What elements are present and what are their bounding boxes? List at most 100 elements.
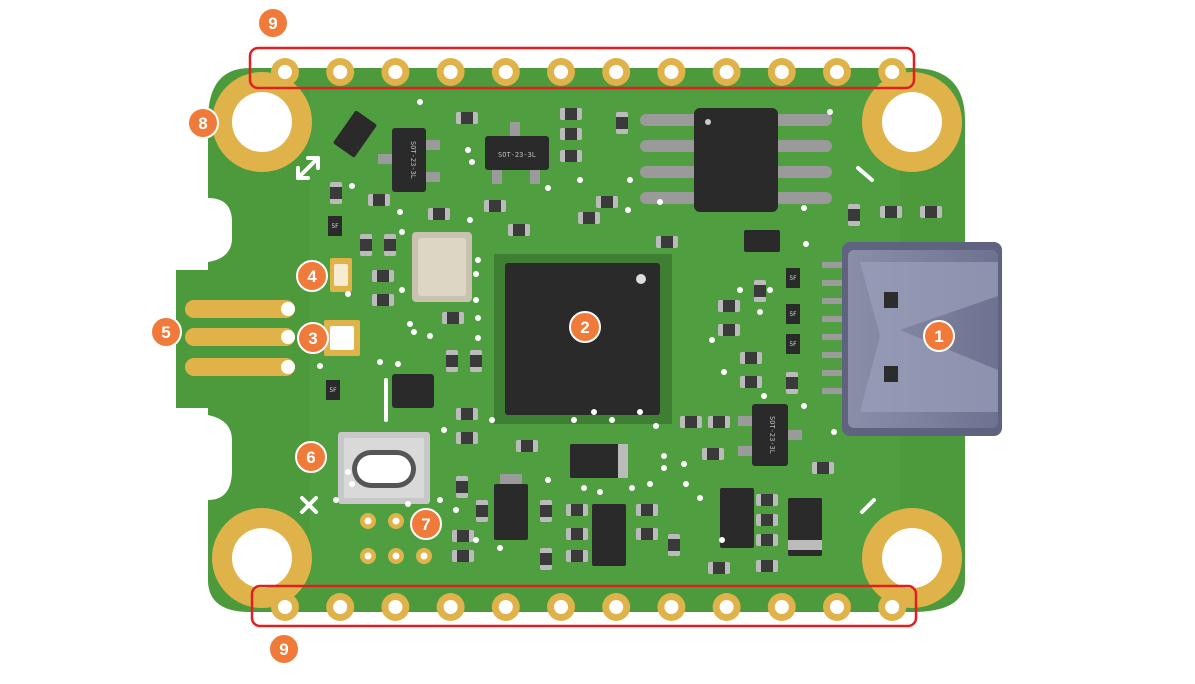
via <box>767 287 773 293</box>
small-ics <box>333 110 822 566</box>
push-button <box>338 432 430 504</box>
svg-text:9: 9 <box>279 640 288 659</box>
callout-9-top: 9 <box>257 7 289 39</box>
callout-6: 6 <box>295 441 327 473</box>
soic-chip <box>640 108 832 212</box>
via <box>629 485 635 491</box>
via <box>437 497 443 503</box>
svg-text:1: 1 <box>934 327 943 346</box>
via <box>473 271 479 277</box>
header-bottom-highlight <box>250 584 918 628</box>
via <box>411 329 417 335</box>
svg-text:4: 4 <box>307 267 317 286</box>
via <box>571 417 577 423</box>
status-led <box>330 258 352 292</box>
via <box>417 99 423 105</box>
via <box>407 321 413 327</box>
via <box>609 417 615 423</box>
via <box>803 241 809 247</box>
via <box>545 185 551 191</box>
via <box>465 147 471 153</box>
via <box>489 417 495 423</box>
via <box>697 495 703 501</box>
via <box>709 337 715 343</box>
svg-text:7: 7 <box>421 515 430 534</box>
cap-mark: 5F <box>329 387 337 394</box>
via <box>581 485 587 491</box>
header-pins-bottom <box>271 593 907 621</box>
via <box>397 209 403 215</box>
svg-text:8: 8 <box>198 114 207 133</box>
callout-5: 5 <box>150 316 182 348</box>
via <box>721 369 727 375</box>
callout-7: 7 <box>410 508 442 540</box>
callout-1: 1 <box>923 320 955 352</box>
via <box>399 229 405 235</box>
vias <box>317 99 837 551</box>
via <box>831 429 837 435</box>
via <box>545 477 551 483</box>
via <box>681 461 687 467</box>
via <box>657 199 663 205</box>
crystal <box>412 232 472 302</box>
via <box>497 545 503 551</box>
via <box>661 453 667 459</box>
via <box>349 481 355 487</box>
via <box>395 361 401 367</box>
callout-4: 4 <box>296 260 328 292</box>
svg-text:6: 6 <box>306 448 315 467</box>
via <box>333 497 339 503</box>
rgb-led <box>324 320 360 356</box>
sot-b-label: SOT-23-3L <box>498 151 536 159</box>
via <box>349 183 355 189</box>
cap-mark: 5F <box>331 223 339 230</box>
via <box>475 257 481 263</box>
via <box>441 427 447 433</box>
cap-mark: 5F <box>789 341 797 348</box>
callout-8: 8 <box>187 107 219 139</box>
svg-text:5: 5 <box>161 323 170 342</box>
via <box>377 359 383 365</box>
via <box>647 481 653 487</box>
callout-3: 3 <box>297 322 329 354</box>
via <box>591 409 597 415</box>
via <box>737 287 743 293</box>
via <box>473 537 479 543</box>
header-top-highlight <box>248 46 916 90</box>
sot-chip-c: SOT-23-3L <box>738 404 802 466</box>
via <box>757 309 763 315</box>
via <box>683 481 689 487</box>
via <box>475 315 481 321</box>
via <box>469 159 475 165</box>
header-pins-top <box>271 58 907 86</box>
via <box>453 507 459 513</box>
via <box>761 393 767 399</box>
svg-text:9: 9 <box>268 14 277 33</box>
via <box>801 205 807 211</box>
cap-mark: 5F <box>789 311 797 318</box>
via <box>473 297 479 303</box>
via <box>661 465 667 471</box>
via <box>719 537 725 543</box>
via <box>345 469 351 475</box>
capacitor-marks: 5F 5F 5F 5F 5F <box>326 216 800 400</box>
via <box>653 423 659 429</box>
svg-text:3: 3 <box>308 329 317 348</box>
via <box>345 291 351 297</box>
sot-chip-b: SOT-23-3L <box>485 122 549 184</box>
cap-mark: 5F <box>789 275 797 282</box>
sot-a-label: SOT-23-3L <box>409 141 417 179</box>
via <box>637 409 643 415</box>
via <box>405 501 411 507</box>
via <box>801 403 807 409</box>
via <box>625 207 631 213</box>
via <box>627 177 633 183</box>
callout-2: 2 <box>569 311 601 343</box>
svg-text:2: 2 <box>580 318 589 337</box>
usb-c-connector <box>822 242 1002 436</box>
edge-contacts <box>185 300 295 376</box>
via <box>827 109 833 115</box>
sot-c-label: SOT-23-3L <box>768 416 776 454</box>
via <box>317 363 323 369</box>
